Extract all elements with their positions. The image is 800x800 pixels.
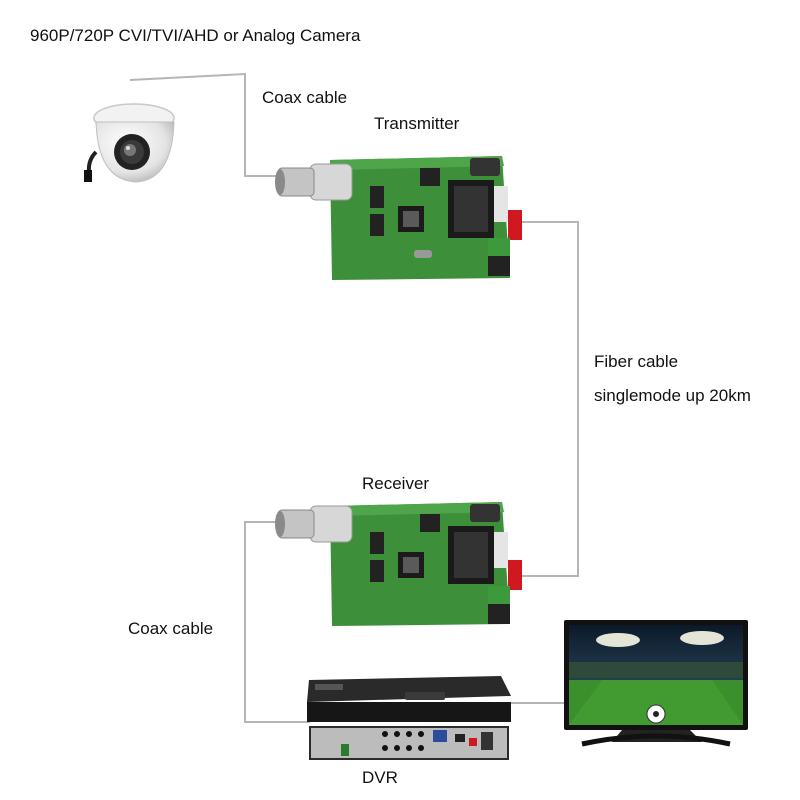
receiver-label: Receiver — [362, 474, 430, 493]
fiber-cable-label: Fiber cable — [594, 352, 679, 371]
dvr-icon — [307, 676, 511, 760]
transmitter-label: Transmitter — [374, 114, 460, 133]
fiber-cable — [522, 221, 579, 577]
tv-monitor-icon — [564, 620, 748, 747]
fiber-spec-label: singlemode up 20km — [594, 386, 751, 405]
coax-cable-top — [129, 72, 283, 177]
diagram-title: 960P/720P CVI/TVI/AHD or Analog Camera — [30, 26, 361, 45]
coax-cable-bottom — [244, 521, 310, 723]
coax-cable-bottom-label: Coax cable — [128, 619, 214, 638]
dome-camera-icon — [84, 103, 175, 183]
dvr-label: DVR — [362, 768, 398, 787]
transmitter-board-icon — [275, 156, 522, 280]
coax-cable-top-label: Coax cable — [262, 88, 348, 107]
receiver-board-icon — [275, 502, 522, 626]
